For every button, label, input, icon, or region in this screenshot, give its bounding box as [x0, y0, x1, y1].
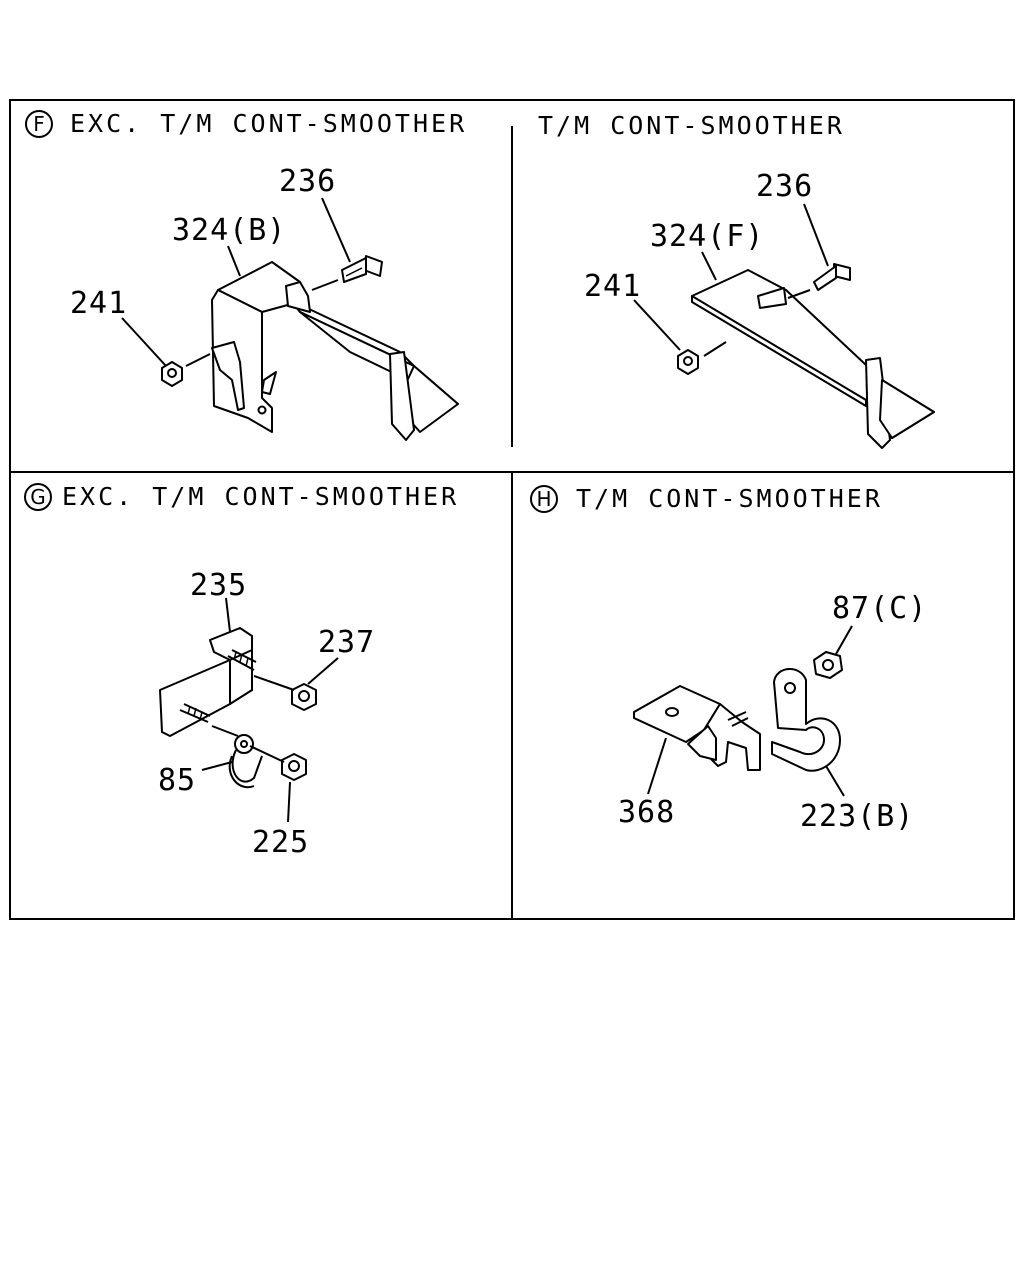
panel-f: F EXC. T/M CONT-SMOOTHER	[25, 109, 467, 441]
bolt-236-f	[341, 255, 383, 283]
leader-368	[647, 737, 667, 795]
label-225: 225	[252, 825, 309, 860]
label-236-f2: 236	[756, 169, 813, 204]
stud-lower	[179, 703, 211, 723]
nut-241-f	[161, 361, 183, 387]
panel-f-title: EXC. T/M CONT-SMOOTHER	[70, 109, 467, 138]
leader-87c	[835, 625, 853, 655]
leader-241-f	[121, 317, 167, 367]
panel-g: G EXC. T/M CONT-SMOOTHER	[24, 482, 459, 860]
nut-87c	[813, 651, 843, 679]
clamp-223b	[771, 668, 841, 772]
panel-h-title: T/M CONT-SMOOTHER	[576, 484, 883, 513]
label-85: 85	[158, 763, 196, 798]
label-324f: 324(F)	[650, 219, 764, 254]
panel-h-letter: H	[536, 487, 551, 511]
panel-g-title: EXC. T/M CONT-SMOOTHER	[62, 482, 459, 511]
leader-236-f2	[803, 203, 829, 267]
nut-241-f2	[677, 349, 699, 375]
label-223b: 223(B)	[800, 799, 914, 834]
leader-235	[225, 597, 231, 633]
nut-225	[281, 753, 307, 781]
label-236-f: 236	[279, 164, 336, 199]
leader-236-f	[321, 197, 351, 263]
bracket-324b	[211, 261, 459, 441]
bracket-235	[159, 627, 253, 737]
hidden-line-241-f2	[703, 341, 727, 357]
circle-letter-h-icon	[530, 485, 558, 513]
label-87c: 87(C)	[832, 591, 927, 626]
label-324b: 324(B)	[172, 213, 286, 248]
bolt-236-f2	[813, 263, 851, 291]
label-235: 235	[190, 568, 247, 603]
label-237: 237	[318, 625, 375, 660]
hidden-line-241-f	[185, 353, 211, 367]
leader-237	[307, 657, 339, 685]
hidden-line-237	[253, 675, 295, 691]
bracket-324f	[691, 269, 935, 449]
panel-f-letter: F	[33, 112, 45, 136]
panel-g-header: G EXC. T/M CONT-SMOOTHER	[24, 482, 459, 511]
panel-f2: T/M CONT-SMOOTHER 236 324(F) 241	[538, 111, 935, 449]
label-368: 368	[618, 795, 675, 830]
clip-85	[228, 734, 263, 789]
hidden-line-225	[249, 745, 285, 763]
label-241-f2: 241	[584, 269, 641, 304]
diagram-frame	[9, 99, 1015, 920]
leader-225	[287, 781, 291, 823]
hidden-line-236-f	[311, 279, 339, 291]
panel-h-header: H T/M CONT-SMOOTHER	[530, 484, 883, 513]
panel-g-letter: G	[30, 485, 46, 509]
leader-223b	[825, 765, 845, 797]
nut-237	[291, 683, 317, 711]
panel-f2-title: T/M CONT-SMOOTHER	[538, 111, 845, 140]
panel-h: H T/M CONT-SMOOTHER 87(C) 368 223(B)	[530, 484, 927, 834]
leader-324b	[227, 245, 241, 277]
leader-241-f2	[633, 299, 681, 351]
circle-letter-f-icon	[25, 110, 53, 138]
leader-324f	[701, 251, 717, 281]
panel-f-header: F EXC. T/M CONT-SMOOTHER	[25, 109, 467, 138]
label-241-f: 241	[70, 286, 127, 321]
bracket-368	[633, 685, 761, 771]
hidden-line-stud	[211, 725, 239, 737]
leader-85	[201, 761, 233, 771]
circle-letter-g-icon	[24, 483, 52, 511]
stud-upper	[227, 649, 257, 671]
hidden-line-236-f2	[787, 289, 811, 299]
